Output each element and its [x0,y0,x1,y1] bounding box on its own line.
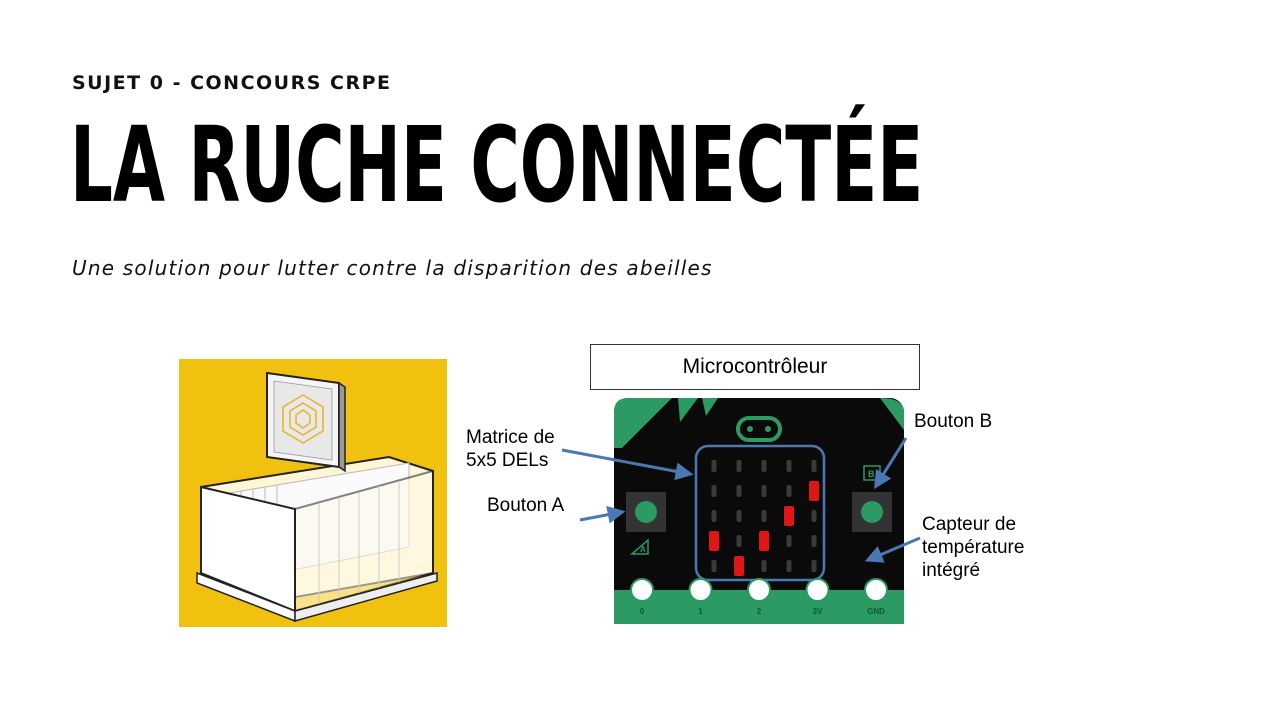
hive-side-lines [318,481,400,605]
page-title: LA RUCHE CONNECTÉE [70,104,924,226]
led-off [811,510,817,522]
label-temp-sensor: Capteur de température intégré [922,514,1025,581]
led-off [711,510,717,522]
led-off [761,485,767,497]
led-on [759,531,769,551]
label-button-a: Bouton A [487,495,565,516]
led-on [709,531,719,551]
pin-label: 1 [698,607,703,616]
microbit-board: A B 0 1 2 3V GND [561,398,921,624]
board-body [614,398,904,624]
board-logo-icon [736,416,782,442]
button-b-mark: B [868,469,875,479]
led-off [711,485,717,497]
led-off [761,510,767,522]
pin-3v[interactable] [805,578,830,602]
led-matrix [709,460,819,576]
pin-label: 0 [640,607,645,616]
microcontroller-title-box: Microcontrôleur [590,344,920,390]
led-off [811,560,817,572]
annotation-arrows [561,437,921,563]
led-on [784,506,794,526]
arrow-matrix [561,448,694,481]
button-a-mark: A [640,545,646,554]
beehive-drawing [196,371,438,623]
led-off [736,510,742,522]
honeycomb-spiral [282,394,324,444]
led-off [811,460,817,472]
led-on [734,556,744,576]
led-off [786,535,792,547]
led-off [786,485,792,497]
page-subtitle: Une solution pour lutter contre la dispa… [72,256,713,280]
button-a-triangle-icon [630,538,649,555]
beehive-illustration [179,359,447,627]
led-off [761,460,767,472]
pin-label: 2 [757,607,762,616]
pin-1[interactable] [688,578,713,602]
led-off [711,460,717,472]
label-button-b: Bouton B [914,411,993,432]
led-off [811,535,817,547]
led-off [711,560,717,572]
pin-gnd[interactable] [864,578,888,602]
arrow-button-a [579,505,626,524]
board-green-corner-left [614,398,672,448]
led-off [736,485,742,497]
pin-2[interactable] [747,578,771,602]
pin-label: GND [867,607,885,616]
pin-0[interactable] [630,578,654,602]
pin-row: 0 1 2 3V GND [630,578,888,616]
led-off [761,560,767,572]
led-off [786,460,792,472]
arrow-button-b [874,437,908,490]
led-off [786,560,792,572]
led-off [736,535,742,547]
pin-label: 3V [813,607,823,616]
led-on [809,481,819,501]
arrow-temp-sensor [864,536,921,563]
led-off [736,460,742,472]
label-matrix: Matrice de 5x5 DELs [466,427,555,471]
kicker-text: SUJET 0 - CONCOURS CRPE [72,72,392,94]
